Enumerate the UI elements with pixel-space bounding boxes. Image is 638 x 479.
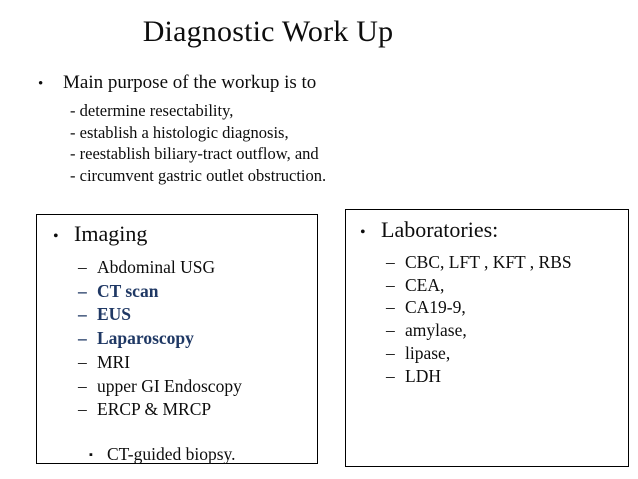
round-bullet-icon: • xyxy=(38,76,44,92)
main-point-block: • Main purpose of the workup is to - det… xyxy=(38,71,326,186)
imaging-item: –Laparoscopy xyxy=(78,327,317,351)
imaging-item-label: Laparoscopy xyxy=(97,328,194,349)
imaging-item-label: EUS xyxy=(97,304,132,325)
imaging-footnote-row: ▪ CT-guided biopsy. xyxy=(89,443,317,469)
main-point-row: • Main purpose of the workup is to xyxy=(38,71,326,96)
main-sub-item: - circumvent gastric outlet obstruction. xyxy=(70,165,326,187)
square-bullet-icon: ▪ xyxy=(89,448,93,461)
imaging-item-label: MRI xyxy=(97,351,131,372)
main-sub-item-label: - circumvent gastric outlet obstruction. xyxy=(70,165,327,185)
laboratories-box: • Laboratories: –CBC, LFT , KFT , RBS–CE… xyxy=(345,209,629,467)
labs-item: –lipase, xyxy=(386,342,628,365)
dash-bullet-icon: – xyxy=(78,351,87,372)
imaging-item-label: ERCP & MRCP xyxy=(97,399,212,420)
dash-bullet-icon: – xyxy=(386,297,395,318)
labs-heading: Laboratories: xyxy=(381,217,499,242)
imaging-item-label: upper GI Endoscopy xyxy=(97,375,242,396)
imaging-item: –ERCP & MRCP xyxy=(78,398,317,422)
imaging-item: –CT scan xyxy=(78,280,317,304)
labs-heading-row: • Laboratories: xyxy=(360,217,628,246)
imaging-footnote-text: CT-guided biopsy. xyxy=(107,443,236,464)
dash-bullet-icon: – xyxy=(386,252,395,272)
round-bullet-icon: • xyxy=(360,224,366,241)
main-sub-item: - establish a histologic diagnosis, xyxy=(70,122,326,144)
imaging-box: • Imaging –Abdominal USG–CT scan–EUS–Lap… xyxy=(36,214,318,464)
labs-item: –CA19-9, xyxy=(386,296,628,319)
dash-bullet-icon: – xyxy=(386,365,395,386)
labs-item-list: –CBC, LFT , KFT , RBS–CEA,–CA19-9,–amyla… xyxy=(386,251,628,387)
imaging-item: –upper GI Endoscopy xyxy=(78,375,317,399)
labs-item: –CEA, xyxy=(386,274,628,297)
labs-item: –CBC, LFT , KFT , RBS xyxy=(386,251,628,274)
imaging-item-label: Abdominal USG xyxy=(97,257,216,277)
dash-bullet-icon: – xyxy=(78,257,87,277)
dash-bullet-icon: – xyxy=(78,328,87,349)
main-sub-item-label: - reestablish biliary-tract outflow, and xyxy=(70,144,319,164)
main-sub-item-label: - determine resectability, xyxy=(70,101,234,120)
imaging-heading: Imaging xyxy=(74,221,148,246)
labs-item-label: CEA, xyxy=(405,274,445,295)
main-sub-item: - determine resectability, xyxy=(70,100,326,122)
dash-bullet-icon: – xyxy=(386,342,395,363)
labs-item-label: CA19-9, xyxy=(405,297,466,318)
labs-item-label: LDH xyxy=(405,365,441,386)
dash-bullet-icon: – xyxy=(78,399,87,420)
imaging-item: –MRI xyxy=(78,351,317,375)
main-sub-item: - reestablish biliary-tract outflow, and xyxy=(70,143,326,165)
imaging-heading-row: • Imaging xyxy=(53,221,317,250)
main-point-sub-list: - determine resectability, - establish a … xyxy=(70,100,326,186)
dash-bullet-icon: – xyxy=(78,280,87,301)
labs-item: –amylase, xyxy=(386,319,628,342)
imaging-item-label: CT scan xyxy=(97,280,159,301)
imaging-item-list: –Abdominal USG–CT scan–EUS–Laparoscopy–M… xyxy=(78,256,317,422)
dash-bullet-icon: – xyxy=(78,375,87,396)
imaging-item: –EUS xyxy=(78,303,317,327)
labs-item-label: amylase, xyxy=(405,320,467,341)
dash-bullet-icon: – xyxy=(78,304,87,325)
labs-item-label: CBC, LFT , KFT , RBS xyxy=(405,252,572,272)
main-point-text: Main purpose of the workup is to xyxy=(63,72,317,93)
round-bullet-icon: • xyxy=(53,228,59,245)
dash-bullet-icon: – xyxy=(386,320,395,341)
imaging-item: –Abdominal USG xyxy=(78,256,317,280)
slide-title: Diagnostic Work Up xyxy=(142,15,394,48)
main-sub-item-label: - establish a histologic diagnosis, xyxy=(70,122,289,142)
dash-bullet-icon: – xyxy=(386,274,395,295)
labs-item-label: lipase, xyxy=(405,342,451,363)
labs-item: –LDH xyxy=(386,365,628,388)
